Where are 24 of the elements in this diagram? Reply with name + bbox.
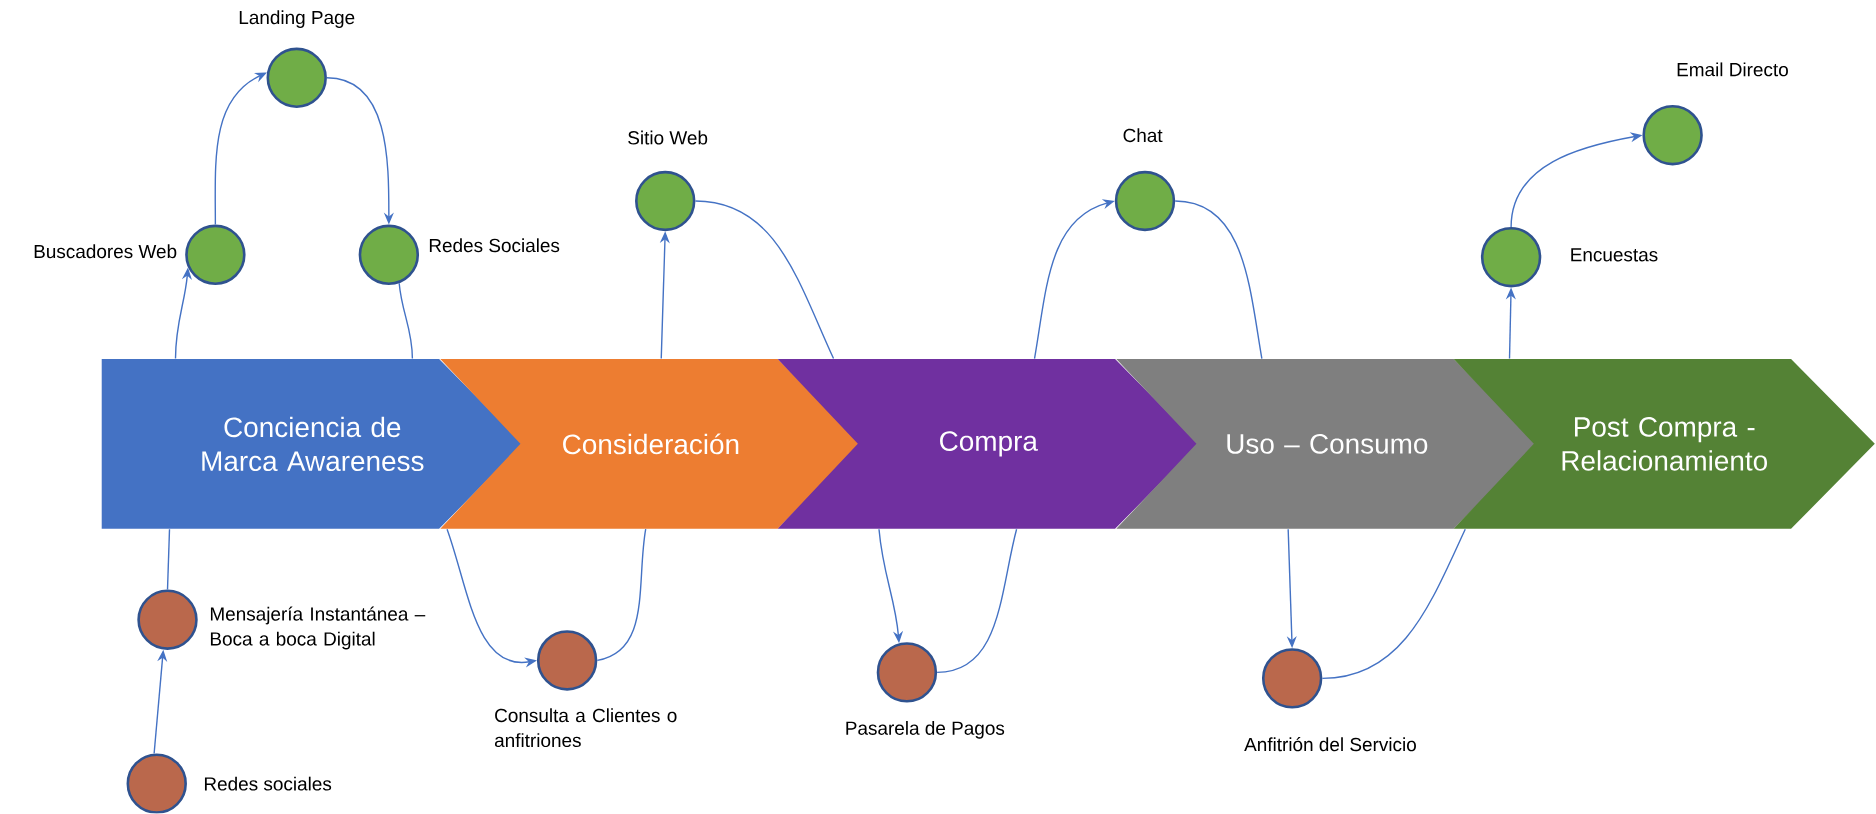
touchpoint-label: Encuestas	[1571, 248, 1658, 262]
touchpoint-label: Buscadores Web	[34, 244, 177, 259]
connector-line	[596, 528, 647, 662]
connector-arrow	[214, 72, 267, 226]
process-stage: Uso – Consumo	[1116, 359, 1538, 530]
touchpoint-label: Redes sociales	[204, 776, 332, 791]
touchpoint-label: Email Directo	[1677, 62, 1788, 77]
touchpoint-label: Anfitrión del Servicio	[1244, 737, 1416, 752]
connector-line	[1174, 200, 1263, 360]
connector-line	[1321, 528, 1466, 680]
touchpoint-label: Landing Page	[239, 10, 355, 29]
touchpoint-label: Redes Sociales	[429, 238, 560, 253]
touchpoint-label: Chat	[1123, 128, 1163, 143]
process-stage: Consideración	[440, 359, 862, 530]
connector-line	[398, 282, 414, 360]
touchpoint-label: Pasarela de Pagos	[846, 721, 1005, 739]
connector-line	[166, 528, 171, 591]
connector-line	[694, 200, 835, 360]
touchpoint-label: Sitio Web	[628, 130, 708, 145]
process-stage: Post Compra - Relacionamiento	[1453, 359, 1875, 530]
touchpoint-label: Mensajería Instantánea – Boca a boca Digital	[210, 606, 426, 650]
connector-line	[936, 528, 1018, 674]
touchpoint-label: Consulta a Clientes o anfitriones	[494, 708, 677, 748]
process-stage: Compra	[777, 359, 1199, 530]
